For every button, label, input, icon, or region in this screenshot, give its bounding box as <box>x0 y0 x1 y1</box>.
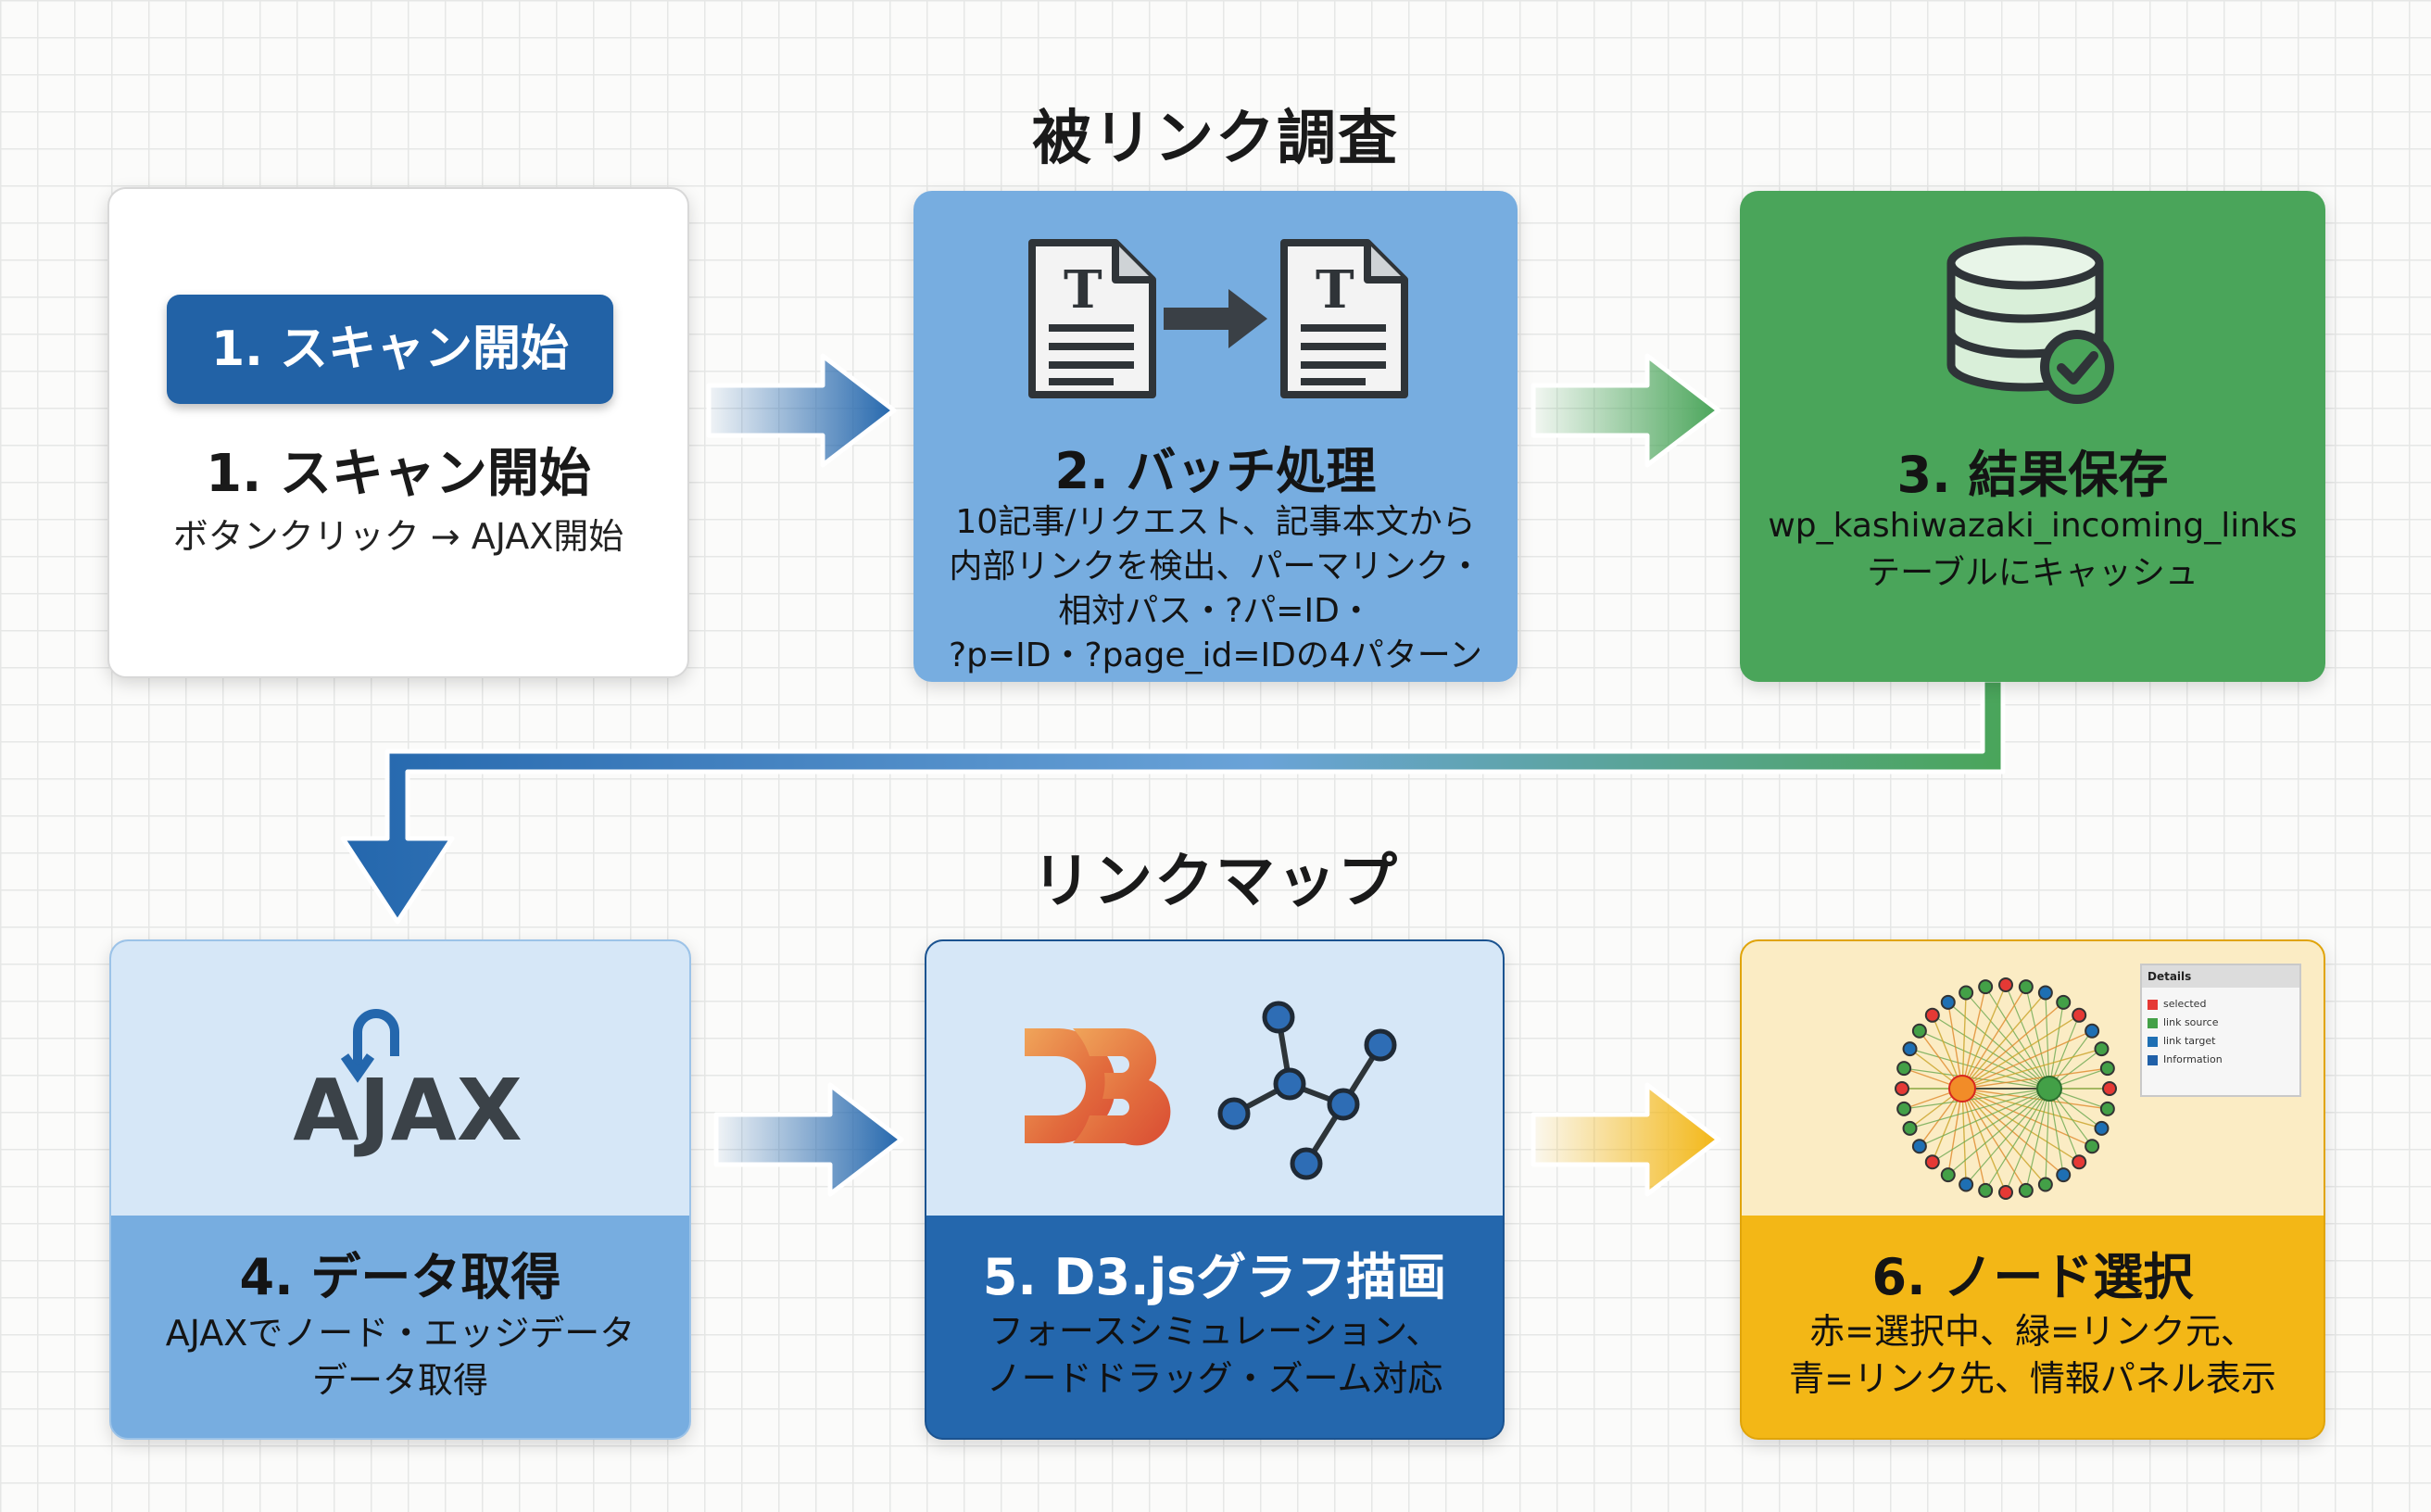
graph-node <box>1911 1023 1927 1039</box>
step-card-6: Details selected link source link target… <box>1740 939 2325 1440</box>
legend-item-link-target: link target <box>2148 1032 2294 1051</box>
graph-node <box>2037 1177 2053 1192</box>
svg-text:AJAX: AJAX <box>293 1061 523 1160</box>
step-4-desc-line: AJAXでノード・エッジデータ <box>165 1313 636 1354</box>
graph-node <box>2094 1120 2110 1136</box>
flow-arrow-2-3 <box>1530 353 1721 468</box>
flow-arrow-1-2 <box>706 353 897 468</box>
step-4-title: 4. データ取得 <box>239 1248 561 1306</box>
step-5-title: 5. D3.jsグラフ描画 <box>982 1248 1447 1306</box>
graph-node <box>2099 1061 2115 1077</box>
graph-node <box>1959 1177 1974 1192</box>
graph-node <box>2072 1154 2087 1170</box>
flow-arrow-4-5 <box>713 1082 904 1197</box>
graph-node <box>1998 977 2013 992</box>
svg-text:T: T <box>1064 259 1102 321</box>
graph-node <box>1978 979 1994 995</box>
step-1-title: 1. スキャン開始 <box>206 444 591 504</box>
step-card-3: 3. 結果保存 wp_kashiwazaki_incoming_links テー… <box>1740 191 2325 682</box>
step-card-5: 5. D3.jsグラフ描画 フォースシミュレーション、 ノードドラッグ・ズーム対… <box>925 939 1505 1440</box>
svg-text:T: T <box>1316 259 1354 321</box>
graph-node <box>1978 1182 1994 1198</box>
graph-node <box>2085 1139 2100 1154</box>
step-2-title: 2. バッチ処理 <box>1054 442 1377 500</box>
graph-node <box>1948 1075 1976 1102</box>
graph-node <box>1902 1120 1918 1136</box>
graph-node <box>2085 1023 2100 1039</box>
step-6-desc-line: 青=リンク先、情報パネル表示 <box>1789 1358 2276 1399</box>
step-5-desc-line: ノードドラッグ・ズーム対応 <box>986 1358 1443 1399</box>
graph-node <box>1940 1167 1956 1183</box>
graph-node <box>1940 994 1956 1010</box>
document-transform-icon: T T <box>1028 239 1408 398</box>
flow-arrow-5-6 <box>1530 1082 1721 1197</box>
graph-node <box>2056 1167 2072 1183</box>
graph-node <box>2102 1081 2117 1096</box>
scan-start-button[interactable]: 1. スキャン開始 <box>167 295 613 404</box>
step-card-4: AJAX 4. データ取得 AJAXでノード・エッジデータ データ取得 <box>109 939 691 1440</box>
details-panel: Details selected link source link target… <box>2140 964 2301 1097</box>
step-2-desc-line: 相対パス・?パ=ID・ <box>1058 592 1373 630</box>
graph-node <box>2036 1076 2062 1102</box>
graph-node <box>1924 1007 1940 1023</box>
step-3-title: 3. 結果保存 <box>1896 446 2169 504</box>
step-6-title: 6. ノード選択 <box>1871 1248 2194 1306</box>
step-2-desc-line: 内部リンクを検出、パーマリンク・ <box>949 548 1482 586</box>
graph-node <box>2018 1182 2034 1198</box>
step-2-desc-line: ?p=ID・?page_id=IDの4パターン <box>949 636 1482 674</box>
step-3-desc-line: wp_kashiwazaki_incoming_links <box>1768 507 2298 545</box>
legend-item-selected: selected <box>2148 995 2294 1014</box>
step-4-desc-line: データ取得 <box>311 1360 488 1401</box>
section-title-incoming-links: 被リンク調査 <box>1032 105 1399 173</box>
document-icon: T <box>1280 239 1408 398</box>
flow-arrow-3-4 <box>340 677 2006 925</box>
graph-node <box>1924 1154 1940 1170</box>
step-2-desc-line: 10記事/リクエスト、記事本文から <box>955 503 1476 541</box>
radial-graph-icon <box>1895 977 2117 1200</box>
graph-node <box>1895 1081 1909 1096</box>
step-3-desc-line: テーブルにキャッシュ <box>1867 554 2198 592</box>
graph-node <box>1896 1061 1912 1077</box>
step-card-2: T T 2. バッチ処理 10記事/リクエスト、記事本文から 内部リンクを検出、… <box>913 191 1518 682</box>
step-5-desc-line: フォースシミュレーション、 <box>988 1311 1442 1352</box>
graph-node <box>1959 985 1974 1001</box>
graph-node <box>2056 994 2072 1010</box>
legend-item-information: Information <box>2148 1051 2294 1069</box>
graph-node <box>2037 985 2053 1001</box>
legend-item-link-source: link source <box>2148 1014 2294 1032</box>
graph-node <box>1998 1185 2013 1200</box>
graph-node <box>1896 1101 1912 1116</box>
graph-node <box>1911 1139 1927 1154</box>
network-graph-icon <box>1217 1001 1397 1180</box>
graph-node <box>2099 1101 2115 1116</box>
details-panel-title: Details <box>2142 965 2299 988</box>
graph-node <box>2072 1007 2087 1023</box>
graph-node <box>1902 1041 1918 1057</box>
step-card-1: 1. スキャン開始 1. スキャン開始 ボタンクリック → AJAX開始 <box>107 187 689 678</box>
graph-node <box>2094 1041 2110 1057</box>
section-title-link-map: リンクマップ <box>1032 848 1399 916</box>
ajax-logo-icon: AJAX <box>293 1009 523 1160</box>
database-check-icon <box>1946 236 2114 404</box>
step-6-desc-line: 赤=選択中、緑=リンク元、 <box>1809 1311 2256 1352</box>
step-1-desc-line: ボタンクリック → AJAX開始 <box>172 516 624 557</box>
graph-node <box>2018 979 2034 995</box>
document-icon: T <box>1028 239 1156 398</box>
d3-logo-icon <box>1025 1027 1171 1146</box>
